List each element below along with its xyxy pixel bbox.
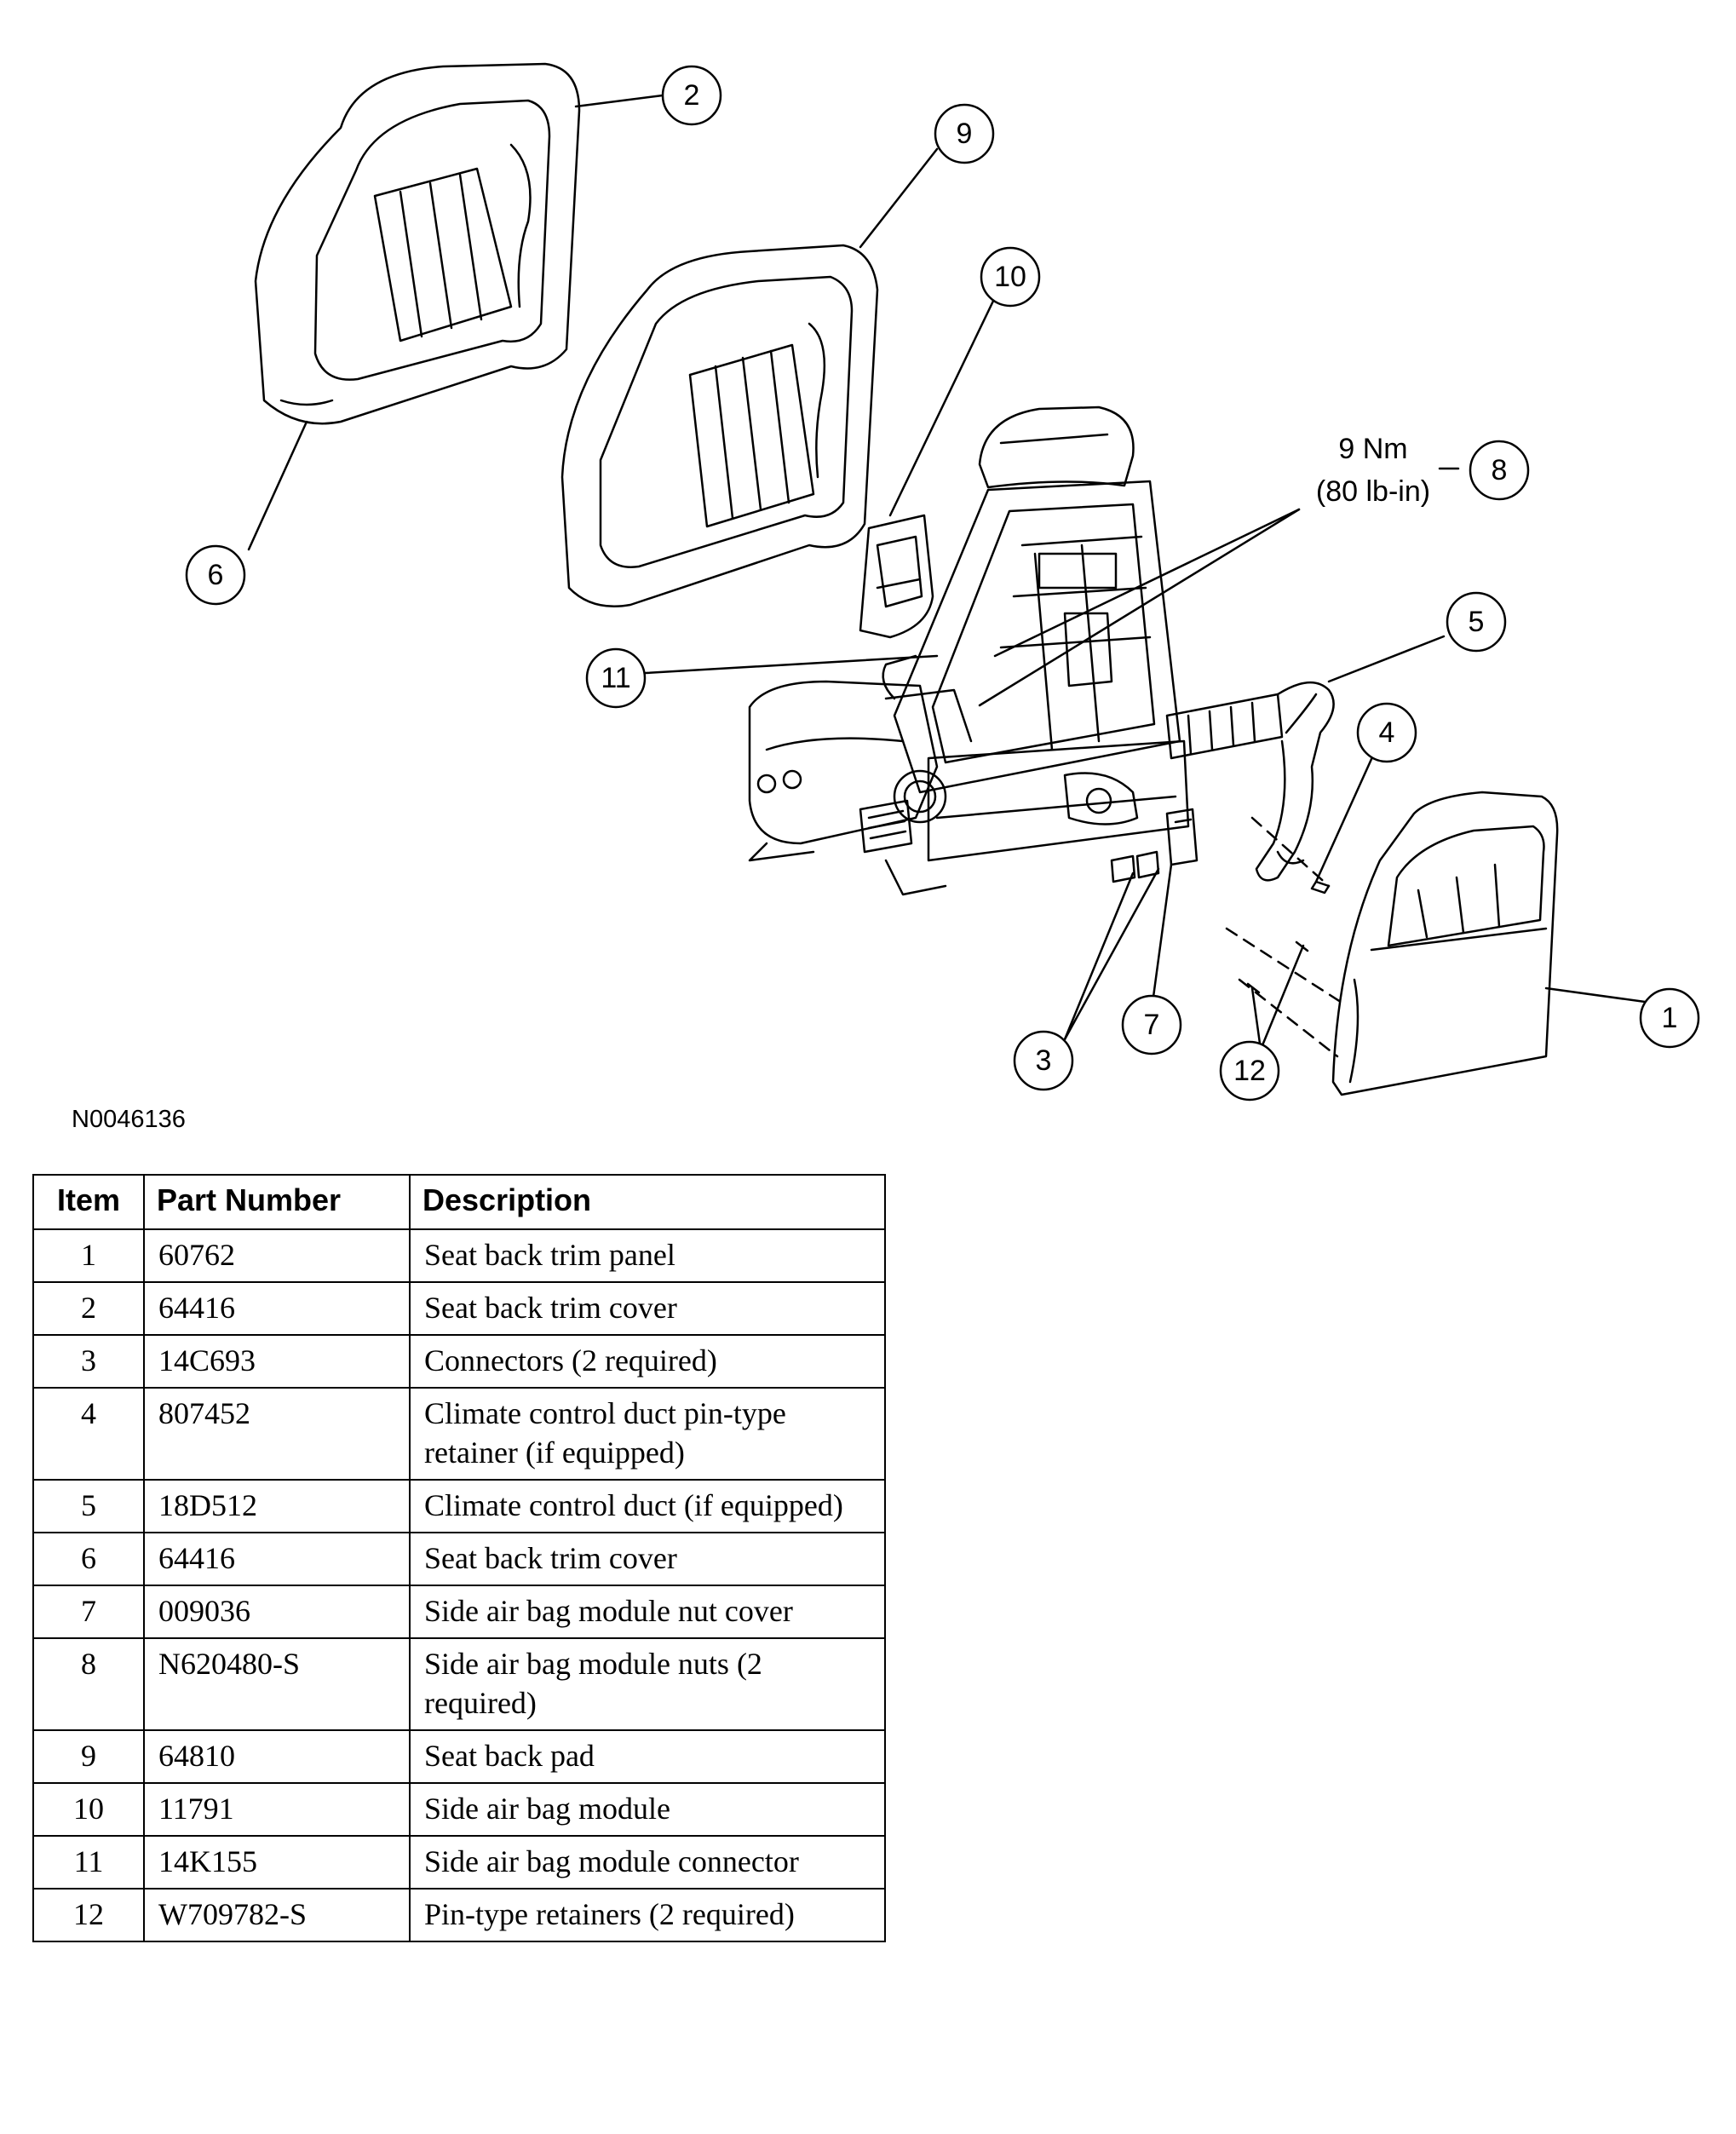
seat-back-pad xyxy=(560,244,879,608)
callout-label-9: 9 xyxy=(957,118,973,150)
cell-description: Side air bag module nut cover xyxy=(409,1585,886,1639)
cell-part-number: 807452 xyxy=(143,1387,411,1481)
cell-description: Seat back pad xyxy=(409,1729,886,1784)
cell-part-number: W709782-S xyxy=(143,1888,411,1942)
callout-label-6: 6 xyxy=(208,559,224,591)
callouts xyxy=(185,65,1700,1102)
cell-part-number: 14K155 xyxy=(143,1835,411,1890)
table-header-row: Item Part Number Description xyxy=(32,1174,886,1230)
cell-description: Connectors (2 required) xyxy=(409,1334,886,1389)
cell-item: 7 xyxy=(32,1585,145,1639)
table-row: 5 18D512 Climate control duct (if equipp… xyxy=(32,1479,886,1533)
cell-item: 1 xyxy=(32,1228,145,1283)
callout-7 xyxy=(1121,994,1182,1055)
callout-label-5: 5 xyxy=(1469,606,1485,638)
callout-label-3: 3 xyxy=(1036,1044,1052,1077)
header-part-number: Part Number xyxy=(143,1174,411,1230)
cell-part-number: 18D512 xyxy=(143,1479,411,1533)
seat-back-trim-panel xyxy=(1331,791,1559,1096)
table-row: 6 64416 Seat back trim cover xyxy=(32,1532,886,1586)
torque-spec-line-1: 9 Nm xyxy=(1338,433,1407,465)
callout-11 xyxy=(585,647,647,709)
climate-control-duct xyxy=(1165,681,1335,882)
cell-item: 12 xyxy=(32,1888,145,1942)
cell-item: 5 xyxy=(32,1479,145,1533)
callout-label-7: 7 xyxy=(1144,1009,1160,1041)
callout-9 xyxy=(934,103,995,164)
callout-1 xyxy=(1639,987,1700,1049)
callout-label-11: 11 xyxy=(601,662,630,694)
cell-part-number: 60762 xyxy=(143,1228,411,1283)
cell-description: Seat back trim cover xyxy=(409,1532,886,1586)
torque-spec-line-2: (80 lb-in) xyxy=(1316,475,1430,508)
table-row: 2 64416 Seat back trim cover xyxy=(32,1281,886,1336)
callout-label-1: 1 xyxy=(1662,1002,1678,1034)
callout-10 xyxy=(980,246,1041,308)
table-row: 8 N620480-S Side air bag module nuts (2 … xyxy=(32,1637,886,1731)
callout-labels: 1 2 3 4 5 6 7 8 9 10 11 12 xyxy=(208,79,1678,1087)
duct-pin-retainer xyxy=(1250,816,1331,894)
callout-label-4: 4 xyxy=(1379,716,1395,749)
cell-description: Seat back trim cover xyxy=(409,1281,886,1336)
callout-3 xyxy=(1013,1030,1074,1091)
seat-back-trim-cover-rear xyxy=(254,62,581,425)
seat-assembly xyxy=(748,406,1190,896)
cell-item: 11 xyxy=(32,1835,145,1890)
header-item: Item xyxy=(32,1174,145,1230)
table-row: 9 64810 Seat back pad xyxy=(32,1729,886,1784)
callout-label-2: 2 xyxy=(684,79,700,112)
cell-description: Climate control duct (if equipped) xyxy=(409,1479,886,1533)
callout-label-12: 12 xyxy=(1233,1055,1266,1087)
cell-item: 2 xyxy=(32,1281,145,1336)
exploded-seat-diagram: 1 2 3 4 5 6 7 8 9 10 11 12 9 Nm (80 lb-i… xyxy=(185,62,1700,1102)
cell-description: Side air bag module connector xyxy=(409,1835,886,1890)
callout-label-10: 10 xyxy=(994,261,1026,293)
callout-4 xyxy=(1356,702,1417,763)
figure-id: N0046136 xyxy=(72,1106,186,1133)
cell-description: Climate control duct pin-type retainer (… xyxy=(409,1387,886,1481)
cell-part-number: 009036 xyxy=(143,1585,411,1639)
cell-description: Pin-type retainers (2 required) xyxy=(409,1888,886,1942)
callout-label-8: 8 xyxy=(1492,454,1508,486)
cell-part-number: 64416 xyxy=(143,1281,411,1336)
table-row: 1 60762 Seat back trim panel xyxy=(32,1228,886,1283)
cell-part-number: 64810 xyxy=(143,1729,411,1784)
cell-item: 9 xyxy=(32,1729,145,1784)
header-description: Description xyxy=(409,1174,886,1230)
table-row: 10 11791 Side air bag module xyxy=(32,1782,886,1837)
callout-5 xyxy=(1446,591,1507,653)
table-row: 11 14K155 Side air bag module connector xyxy=(32,1835,886,1890)
cell-part-number: 11791 xyxy=(143,1782,411,1837)
leader-lines xyxy=(247,94,1671,1051)
cell-item: 4 xyxy=(32,1387,145,1481)
parts-table: Item Part Number Description 1 60762 Sea… xyxy=(32,1174,886,1942)
cell-part-number: 14C693 xyxy=(143,1334,411,1389)
callout-12 xyxy=(1219,1040,1280,1102)
cell-item: 10 xyxy=(32,1782,145,1837)
table-row: 4 807452 Climate control duct pin-type r… xyxy=(32,1387,886,1481)
cell-part-number: N620480-S xyxy=(143,1637,411,1731)
table-row: 12 W709782-S Pin-type retainers (2 requi… xyxy=(32,1888,886,1942)
cell-item: 6 xyxy=(32,1532,145,1586)
callout-6 xyxy=(185,544,246,606)
pin-type-retainers xyxy=(1225,927,1348,1058)
cell-description: Side air bag module nuts (2 required) xyxy=(409,1637,886,1731)
callout-2 xyxy=(661,65,722,126)
callout-8 xyxy=(1469,440,1530,501)
cell-description: Seat back trim panel xyxy=(409,1228,886,1283)
cell-item: 8 xyxy=(32,1637,145,1731)
table-row: 7 009036 Side air bag module nut cover xyxy=(32,1585,886,1639)
cell-description: Side air bag module xyxy=(409,1782,886,1837)
cell-item: 3 xyxy=(32,1334,145,1389)
nut-cover-and-connectors xyxy=(1110,808,1199,883)
side-air-bag-module xyxy=(859,514,934,639)
table-row: 3 14C693 Connectors (2 required) xyxy=(32,1334,886,1389)
cell-part-number: 64416 xyxy=(143,1532,411,1586)
torque-spec: 9 Nm (80 lb-in) xyxy=(1316,433,1430,508)
